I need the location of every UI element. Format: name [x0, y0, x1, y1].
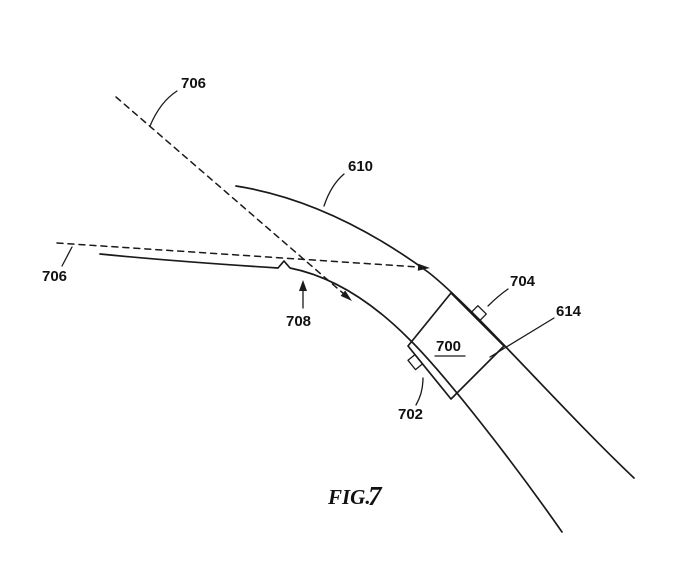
ref-label-704: 704	[510, 273, 536, 290]
dashed-flow-line-steep-arrowhead-icon	[340, 290, 352, 301]
ref-label-610: 610	[348, 158, 373, 175]
leader-614	[489, 317, 555, 358]
ref-label-706-left: 706	[42, 268, 67, 285]
lower-surface-curve	[99, 253, 563, 533]
dashed-flow-line-shallow-arrowhead-icon	[417, 263, 430, 271]
leader-706-top	[149, 90, 178, 127]
tab-704	[470, 305, 487, 322]
leader-610	[323, 173, 345, 207]
dashed-flow-line-shallow	[56, 242, 419, 268]
ref-label-702: 702	[398, 406, 423, 423]
figure-caption-prefix: FIG.	[327, 485, 371, 509]
leader-704	[487, 288, 509, 307]
dashed-flow-line-steep	[115, 96, 345, 295]
pointer-708-arrowhead-icon	[299, 280, 307, 291]
tab-702	[407, 353, 424, 371]
ref-label-706-top: 706	[181, 75, 206, 92]
figure-caption-number: 7	[368, 481, 383, 511]
leader-702	[415, 377, 424, 406]
ref-label-700: 700	[436, 338, 461, 355]
device-700-body	[407, 292, 505, 400]
leader-706-left	[61, 246, 73, 267]
ref-label-708: 708	[286, 313, 311, 330]
upper-surface-curve	[235, 185, 635, 479]
ref-label-614: 614	[556, 303, 582, 320]
